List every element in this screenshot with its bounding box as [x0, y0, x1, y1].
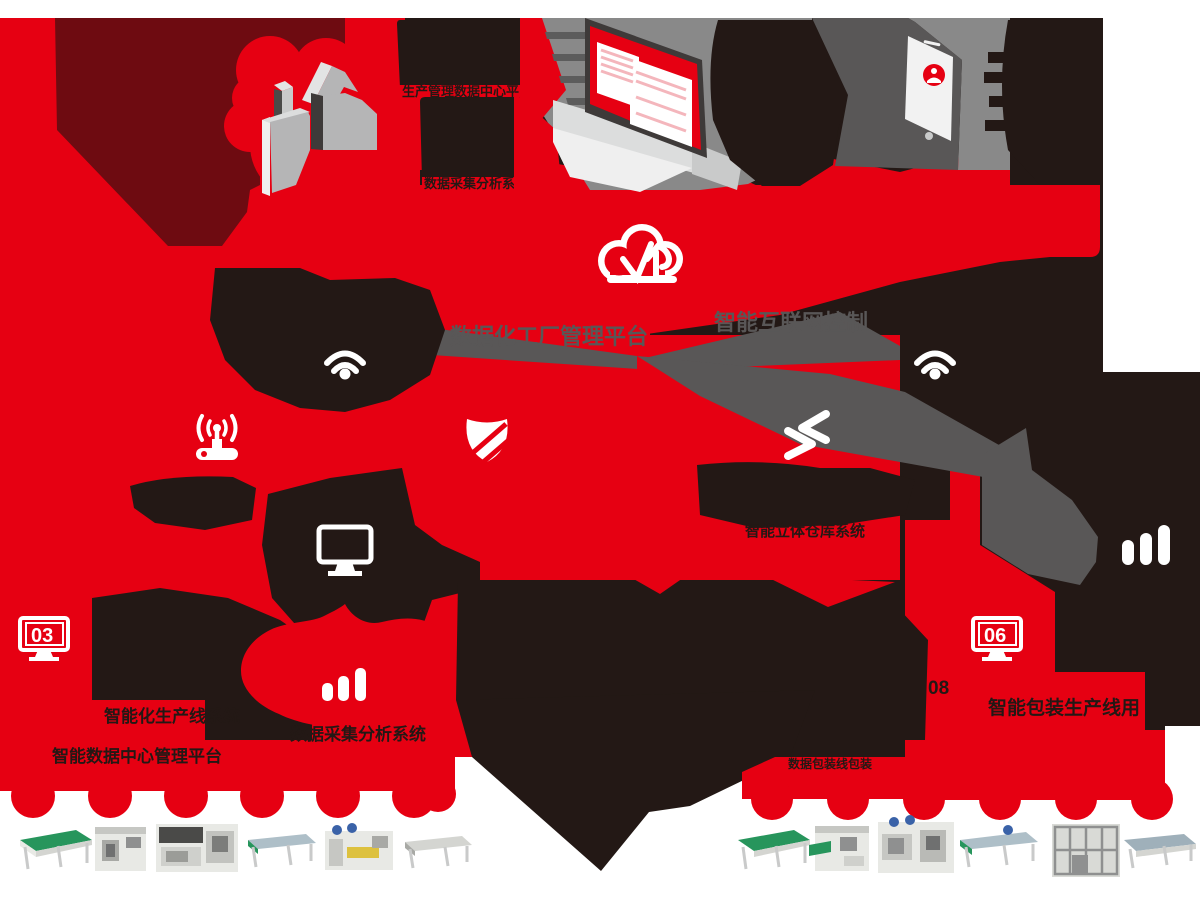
svg-text:智能化生产线系统: 智能化生产线系统 [104, 706, 240, 726]
svg-text:智能互联网控制: 智能互联网控制 [714, 310, 868, 335]
svg-text:智能包装生产线用: 智能包装生产线用 [988, 696, 1140, 719]
svg-text:智能立体仓库系统: 智能立体仓库系统 [745, 522, 865, 540]
svg-text:数据包装线包装: 数据包装线包装 [788, 756, 872, 771]
svg-text:06: 06 [984, 625, 1006, 647]
svg-text:数据化工厂管理平台: 数据化工厂管理平台 [450, 324, 648, 349]
svg-text:数据采集分析系统: 数据采集分析系统 [290, 724, 426, 744]
svg-text:08: 08 [928, 678, 949, 699]
svg-text:生产管理数据中心平台: 生产管理数据中心平台 [402, 84, 532, 99]
svg-text:智能数据中心管理平台: 智能数据中心管理平台 [52, 746, 222, 766]
svg-text:03: 03 [31, 625, 53, 647]
